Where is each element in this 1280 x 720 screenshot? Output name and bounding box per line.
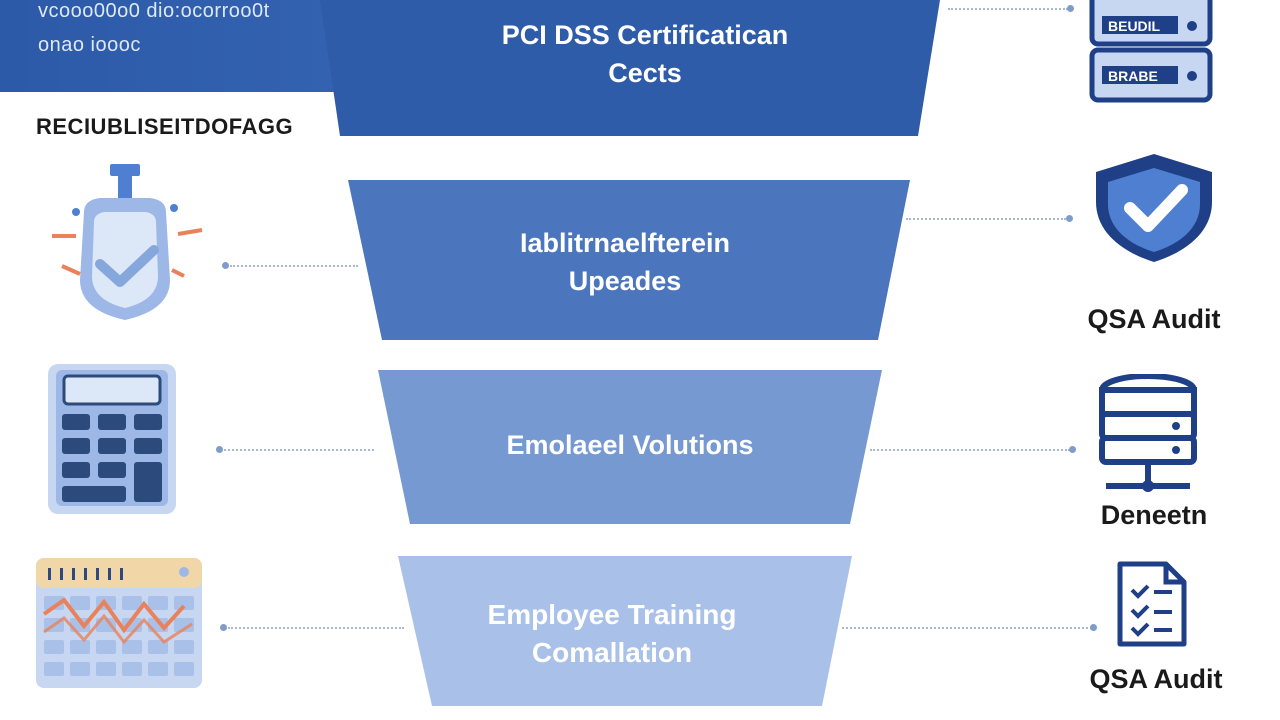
funnel-stage-3-label: Emolaeel Volutions [405, 426, 855, 464]
connector-stage-2-left [230, 265, 358, 267]
connector-stage-4-left [228, 627, 404, 629]
checklist-document-icon [1117, 561, 1187, 647]
connector-dot [220, 624, 227, 631]
connector-dot [216, 446, 223, 453]
server-label-1: BEUDIL [1108, 18, 1161, 34]
funnel-stage-4-label: Employee Training Comallation [387, 596, 837, 672]
qsa-audit-label-1: QSA Audit [1087, 304, 1221, 334]
connector-dot [1066, 215, 1073, 222]
connector-top-right [948, 8, 1068, 10]
connector-dot [1069, 446, 1076, 453]
funnel-stage-1-label: PCI DSS Certificatican Cects [420, 16, 870, 92]
funnel-stage-1-line-2: Cects [608, 58, 682, 88]
connector-dot [1067, 5, 1074, 12]
header-line-1: vcooo00o0 dio:ocorroo0t [38, 0, 270, 22]
funnel-stage-2-line-2: Upeades [568, 266, 682, 296]
funnel-stage-1-line-1: PCI DSS Certificatican [501, 20, 789, 50]
shield-check-icon [1096, 154, 1212, 262]
database-icon [1099, 374, 1197, 492]
connector-dot [222, 262, 229, 269]
database-label: Deneetn [1100, 500, 1208, 530]
connector-stage-3-left [224, 449, 374, 451]
funnel-stage-2-label: Iablitrnaelfterein Upeades [400, 224, 850, 300]
connector-stage-4-right [842, 627, 1092, 629]
funnel-stage-4-line-2: Comallation [531, 637, 693, 668]
header-line-2: onao ioooc [38, 34, 141, 56]
server-label-2: BRABE [1108, 68, 1158, 84]
funnel-stage-3-line-1: Emolaeel Volutions [506, 430, 754, 460]
header-band: vcooo00o0 dio:ocorroo0t onao ioooc [0, 0, 420, 92]
left-section-title: RECIUBLISEITDOFAGG [36, 114, 294, 139]
connector-stage-2-right [906, 218, 1066, 220]
server-rack-icon: BEUDIL BRABE [1089, 0, 1213, 103]
qsa-audit-label-2: QSA Audit [1089, 664, 1223, 694]
funnel-stage-4-line-1: Employee Training [487, 599, 737, 630]
security-badge-icon [52, 164, 203, 320]
calendar-chart-icon [36, 558, 202, 688]
funnel-stage-2-line-1: Iablitrnaelfterein [519, 228, 731, 258]
calculator-icon [48, 364, 176, 514]
connector-dot [1090, 624, 1097, 631]
connector-stage-3-right [870, 449, 1070, 451]
